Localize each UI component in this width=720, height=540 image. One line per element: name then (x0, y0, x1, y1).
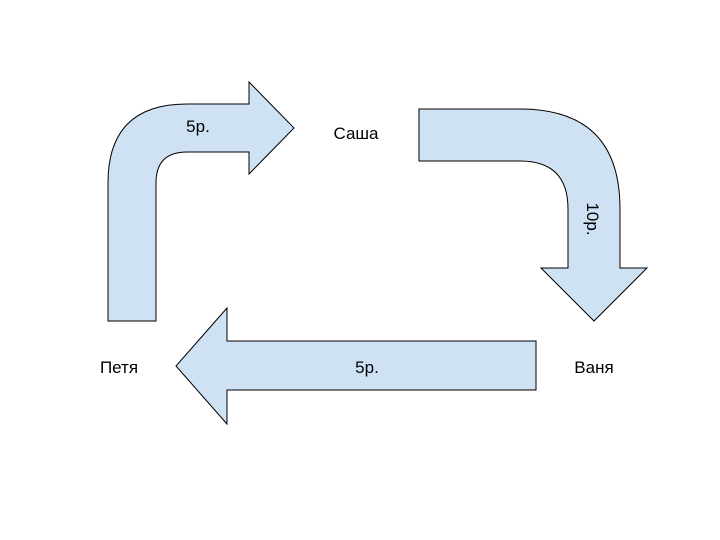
edge-label-vanya-petya: 5р. (355, 358, 379, 377)
arrow-petya-to-sasha (107, 80, 295, 322)
node-petya: Петя (100, 358, 138, 377)
arrow-vanya-to-petya (175, 306, 537, 426)
arrow-sasha-to-vanya (418, 108, 649, 322)
edge-label-sasha-vanya: 10р. (583, 202, 602, 235)
edge-label-petya-sasha: 5р. (186, 117, 210, 136)
node-vanya: Ваня (574, 358, 613, 377)
node-sasha: Саша (333, 124, 379, 143)
